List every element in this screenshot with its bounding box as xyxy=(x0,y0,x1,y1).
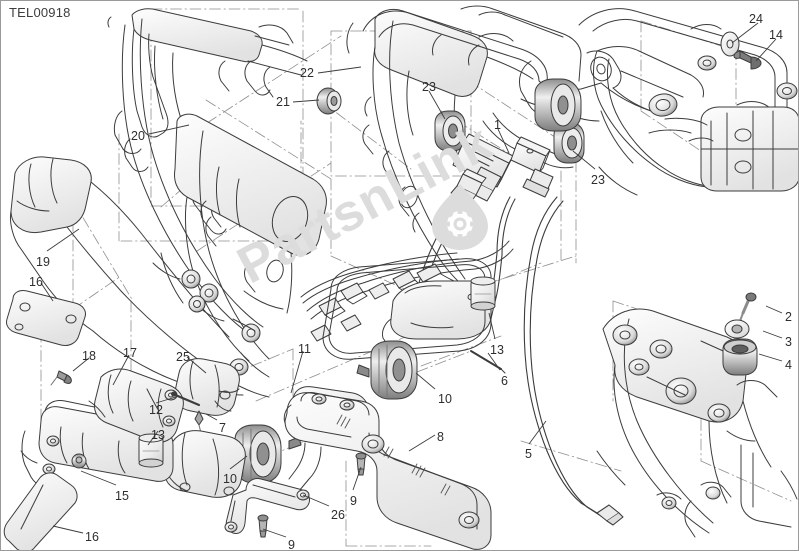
callout-13: 13 xyxy=(151,428,165,442)
callout-23: 23 xyxy=(591,173,605,187)
leader-9 xyxy=(262,528,287,538)
callout-11: 11 xyxy=(298,342,311,356)
callout-24: 24 xyxy=(749,12,763,26)
part-14-screw xyxy=(733,50,762,70)
callout-10: 10 xyxy=(223,472,237,486)
leader-14 xyxy=(755,38,777,62)
part-25-indicator-lens xyxy=(174,358,240,416)
leader-3 xyxy=(762,330,783,339)
leader-10 xyxy=(415,372,436,390)
part-10-damper-c xyxy=(534,78,582,132)
callout-17: 17 xyxy=(123,346,137,360)
rear-frame-lower-right xyxy=(596,308,798,538)
leader-16 xyxy=(52,525,84,534)
callout-20: 20 xyxy=(131,129,145,143)
part-20-subframe-bracket xyxy=(107,8,308,336)
callout-4: 4 xyxy=(785,358,792,372)
part-10-damper-a xyxy=(356,340,418,400)
leader-25 xyxy=(186,356,207,374)
part-3-washer xyxy=(724,319,750,339)
callout-16: 16 xyxy=(85,530,99,544)
part-23-bush-b xyxy=(553,122,585,164)
leader-11 xyxy=(290,350,304,394)
leader-2 xyxy=(765,305,783,314)
part-12-pin xyxy=(171,391,201,407)
leader-10 xyxy=(229,455,248,470)
callout-21: 21 xyxy=(276,95,290,109)
part-16-reflector-upper xyxy=(6,290,86,346)
leader-1 xyxy=(497,128,510,154)
callout-3: 3 xyxy=(785,335,792,349)
leader-22 xyxy=(317,66,362,74)
part-21-grommet xyxy=(316,87,342,115)
leader-24 xyxy=(731,22,759,44)
leader-lines xyxy=(40,22,783,538)
indicator-body-lower xyxy=(164,430,246,498)
part-1-connector-block xyxy=(450,133,554,203)
part-24-washer xyxy=(720,31,740,57)
part-16-reflector-lower xyxy=(3,472,78,550)
leader-18 xyxy=(72,357,90,372)
part-4-rubber-mount xyxy=(722,338,758,376)
callout-25: 25 xyxy=(176,350,190,364)
callout-16: 16 xyxy=(29,275,43,289)
part-13-collar-a xyxy=(138,433,164,468)
leader-15 xyxy=(80,470,117,486)
part-6-needle xyxy=(470,350,506,374)
part-18-screw xyxy=(50,370,72,386)
part-2-bolt xyxy=(739,292,757,322)
callout-26: 26 xyxy=(331,508,345,522)
part-13-collar-b xyxy=(470,276,496,311)
part-9-bolt-b xyxy=(257,514,269,538)
leader-23 xyxy=(428,90,446,120)
leader-7 xyxy=(205,413,218,421)
leader-19 xyxy=(46,228,80,252)
part-10-damper-b xyxy=(234,424,302,484)
leader-5 xyxy=(528,420,547,445)
callout-14: 14 xyxy=(769,28,783,42)
number-plate-light xyxy=(382,280,496,352)
callout-8: 8 xyxy=(437,430,444,444)
part-19-side-panel xyxy=(10,156,270,398)
part-15-nut-a xyxy=(71,453,87,469)
leader-4 xyxy=(758,353,783,362)
callout-15: 15 xyxy=(115,489,129,503)
callout-22: 22 xyxy=(300,66,314,80)
part-9-bolt-a xyxy=(355,452,367,476)
callout-23: 23 xyxy=(422,80,436,94)
callout-12: 12 xyxy=(149,403,163,417)
callout-9: 9 xyxy=(350,494,357,508)
leader-17 xyxy=(112,354,130,386)
callout-19: 19 xyxy=(36,255,50,269)
callout-6: 6 xyxy=(501,374,508,388)
callout-18: 18 xyxy=(82,349,96,363)
leader-23 xyxy=(572,150,596,170)
leader-13 xyxy=(488,312,496,340)
leader-8 xyxy=(408,434,436,452)
leader-6 xyxy=(487,352,501,371)
part-8-plate-holder xyxy=(283,386,492,550)
leader-13 xyxy=(147,430,159,446)
leader-16 xyxy=(40,282,54,302)
part-23-bush-a xyxy=(434,110,466,152)
leader-9 xyxy=(352,466,362,491)
callout-5: 5 xyxy=(525,447,532,461)
leader-20 xyxy=(148,124,190,135)
diagram-code-label: TEL00918 xyxy=(9,5,71,20)
construction-lines xyxy=(40,8,792,547)
callout-2: 2 xyxy=(785,310,792,324)
leader-12 xyxy=(155,395,180,404)
callout-1: 1 xyxy=(494,118,501,132)
callout-13: 13 xyxy=(490,343,504,357)
callout-7: 7 xyxy=(219,421,226,435)
wiring-loom-center xyxy=(300,240,514,342)
callout-10: 10 xyxy=(438,392,452,406)
leader-21 xyxy=(292,99,320,103)
rear-frame-assembly-top-right xyxy=(578,8,798,196)
leader-26 xyxy=(302,494,330,507)
callout-9: 9 xyxy=(288,538,295,551)
part-7-indicator-screw xyxy=(194,410,204,434)
